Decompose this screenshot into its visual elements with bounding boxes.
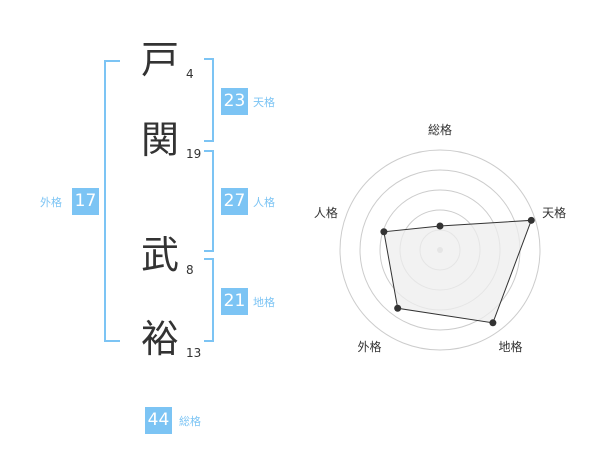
radar-ring [339, 149, 541, 351]
gaikaku-bracket [104, 60, 120, 342]
jinkaku-label: 人格 [253, 196, 275, 209]
radar-axis-label-4: 外格 [357, 339, 381, 354]
name-char-4: 裕 [140, 317, 179, 361]
stroke-count-3: 8 [186, 263, 194, 277]
stroke-count-1: 4 [186, 67, 194, 81]
jinkaku-score: 27 [221, 188, 248, 215]
name-char-1: 戸 [140, 38, 179, 82]
radar-point-5 [380, 228, 388, 236]
radar-axis-label-5: 人格 [314, 205, 338, 220]
radar-point-3 [489, 319, 497, 327]
soukaku-score: 44 [145, 407, 172, 434]
tenkaku-bracket [204, 58, 214, 142]
gaikaku-score: 17 [72, 188, 99, 215]
radar-axis-label-3: 地格 [499, 339, 523, 354]
tenkaku-label: 天格 [253, 96, 275, 109]
chikaku-bracket [204, 258, 214, 342]
gaikaku-label: 外格 [40, 196, 62, 209]
name-char-2: 関 [140, 118, 179, 162]
chikaku-label: 地格 [253, 296, 275, 309]
radar-axis-label-1: 総格 [428, 122, 452, 137]
radar-point-2 [527, 216, 535, 224]
jinkaku-bracket [204, 150, 214, 252]
tenkaku-score: 23 [221, 88, 248, 115]
radar-point-4 [394, 304, 402, 312]
stroke-count-2: 19 [186, 147, 202, 161]
radar-axis-label-2: 天格 [542, 205, 566, 220]
name-char-3: 武 [140, 233, 179, 277]
radar-series-polygon [383, 219, 533, 324]
chikaku-score: 21 [221, 288, 248, 315]
radar-point-1 [436, 222, 444, 230]
stroke-count-4: 13 [186, 346, 202, 360]
soukaku-label: 総格 [179, 415, 201, 428]
